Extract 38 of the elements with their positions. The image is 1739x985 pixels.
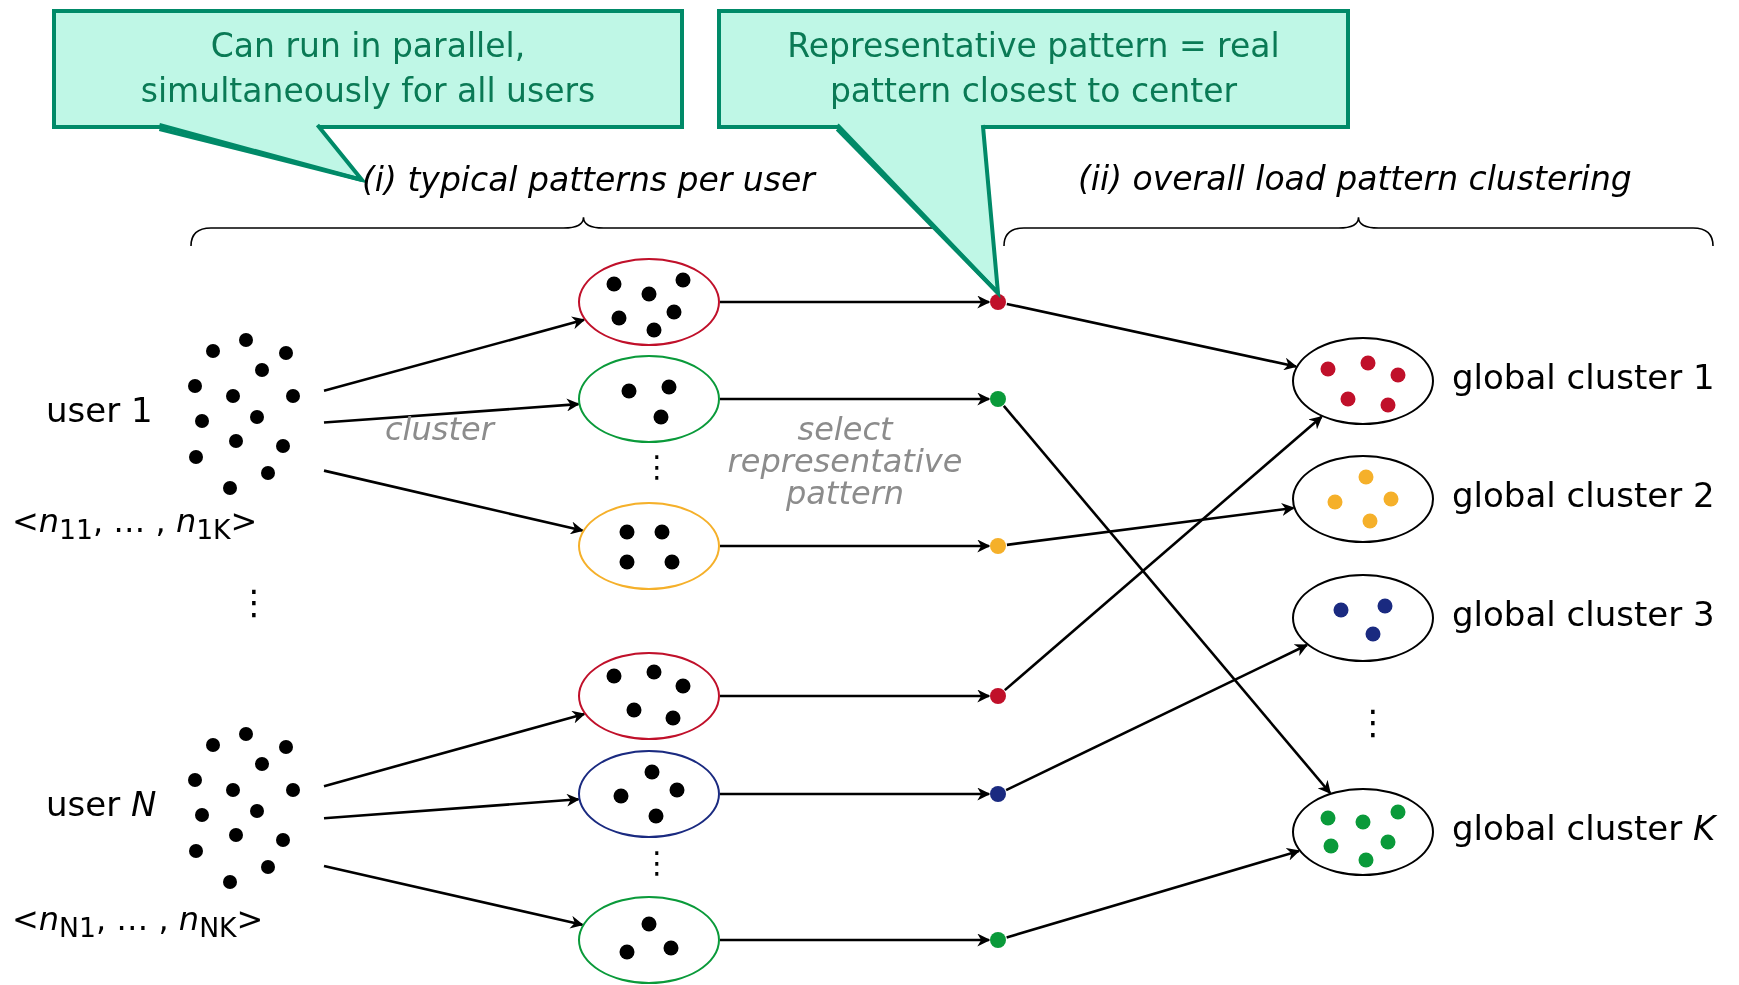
arrow: [323, 398, 580, 424]
user-label: user N: [46, 784, 157, 824]
arrow: [1005, 643, 1309, 792]
section-heading: (i) typical patterns per user: [362, 160, 818, 199]
cluster-label: global cluster K: [1452, 808, 1716, 848]
user-label: user 1: [46, 390, 153, 430]
step-label: cluster: [385, 413, 494, 445]
pattern-dot: [990, 391, 1006, 407]
ellipsis-mark: ⋮: [237, 585, 271, 619]
ellipsis-mark: ⋮: [642, 452, 672, 482]
arrow: [323, 864, 584, 929]
pattern-dot: [990, 932, 1006, 948]
pattern-dot: [990, 538, 1006, 554]
pattern-dot: [990, 294, 1006, 310]
arrow: [1006, 503, 1295, 547]
pattern-dot: [990, 786, 1006, 802]
arrow: [720, 933, 991, 947]
cluster-label: global cluster 3: [1452, 594, 1715, 634]
vector-label: <n$_{11}$, … , n$_{1K}$>: [12, 502, 258, 546]
arrow: [720, 689, 991, 703]
arrow: [720, 295, 991, 309]
arrow: [1003, 415, 1323, 692]
arrow: [720, 539, 991, 553]
arrow: [720, 787, 991, 801]
arrow: [1002, 405, 1332, 794]
cluster-label: global cluster 2: [1452, 475, 1715, 515]
step-label: select representative pattern: [726, 413, 964, 509]
vector-label: <n$_{N1}$, … , n$_{NK}$>: [12, 900, 264, 944]
cluster-label: global cluster 1: [1452, 357, 1715, 397]
arrow: [323, 793, 580, 820]
arrow: [323, 469, 584, 535]
ellipsis-mark: ⋮: [642, 848, 672, 878]
pattern-dot: [990, 688, 1006, 704]
callout-text: Representative pattern = real pattern closest to center: [786, 25, 1281, 112]
section-heading: (ii) overall load pattern clustering: [1078, 162, 1632, 195]
arrow: [720, 392, 991, 406]
callout-text: Can run in parallel, simultaneously for all users: [139, 25, 597, 112]
ellipsis-mark: ⋮: [1356, 705, 1390, 739]
